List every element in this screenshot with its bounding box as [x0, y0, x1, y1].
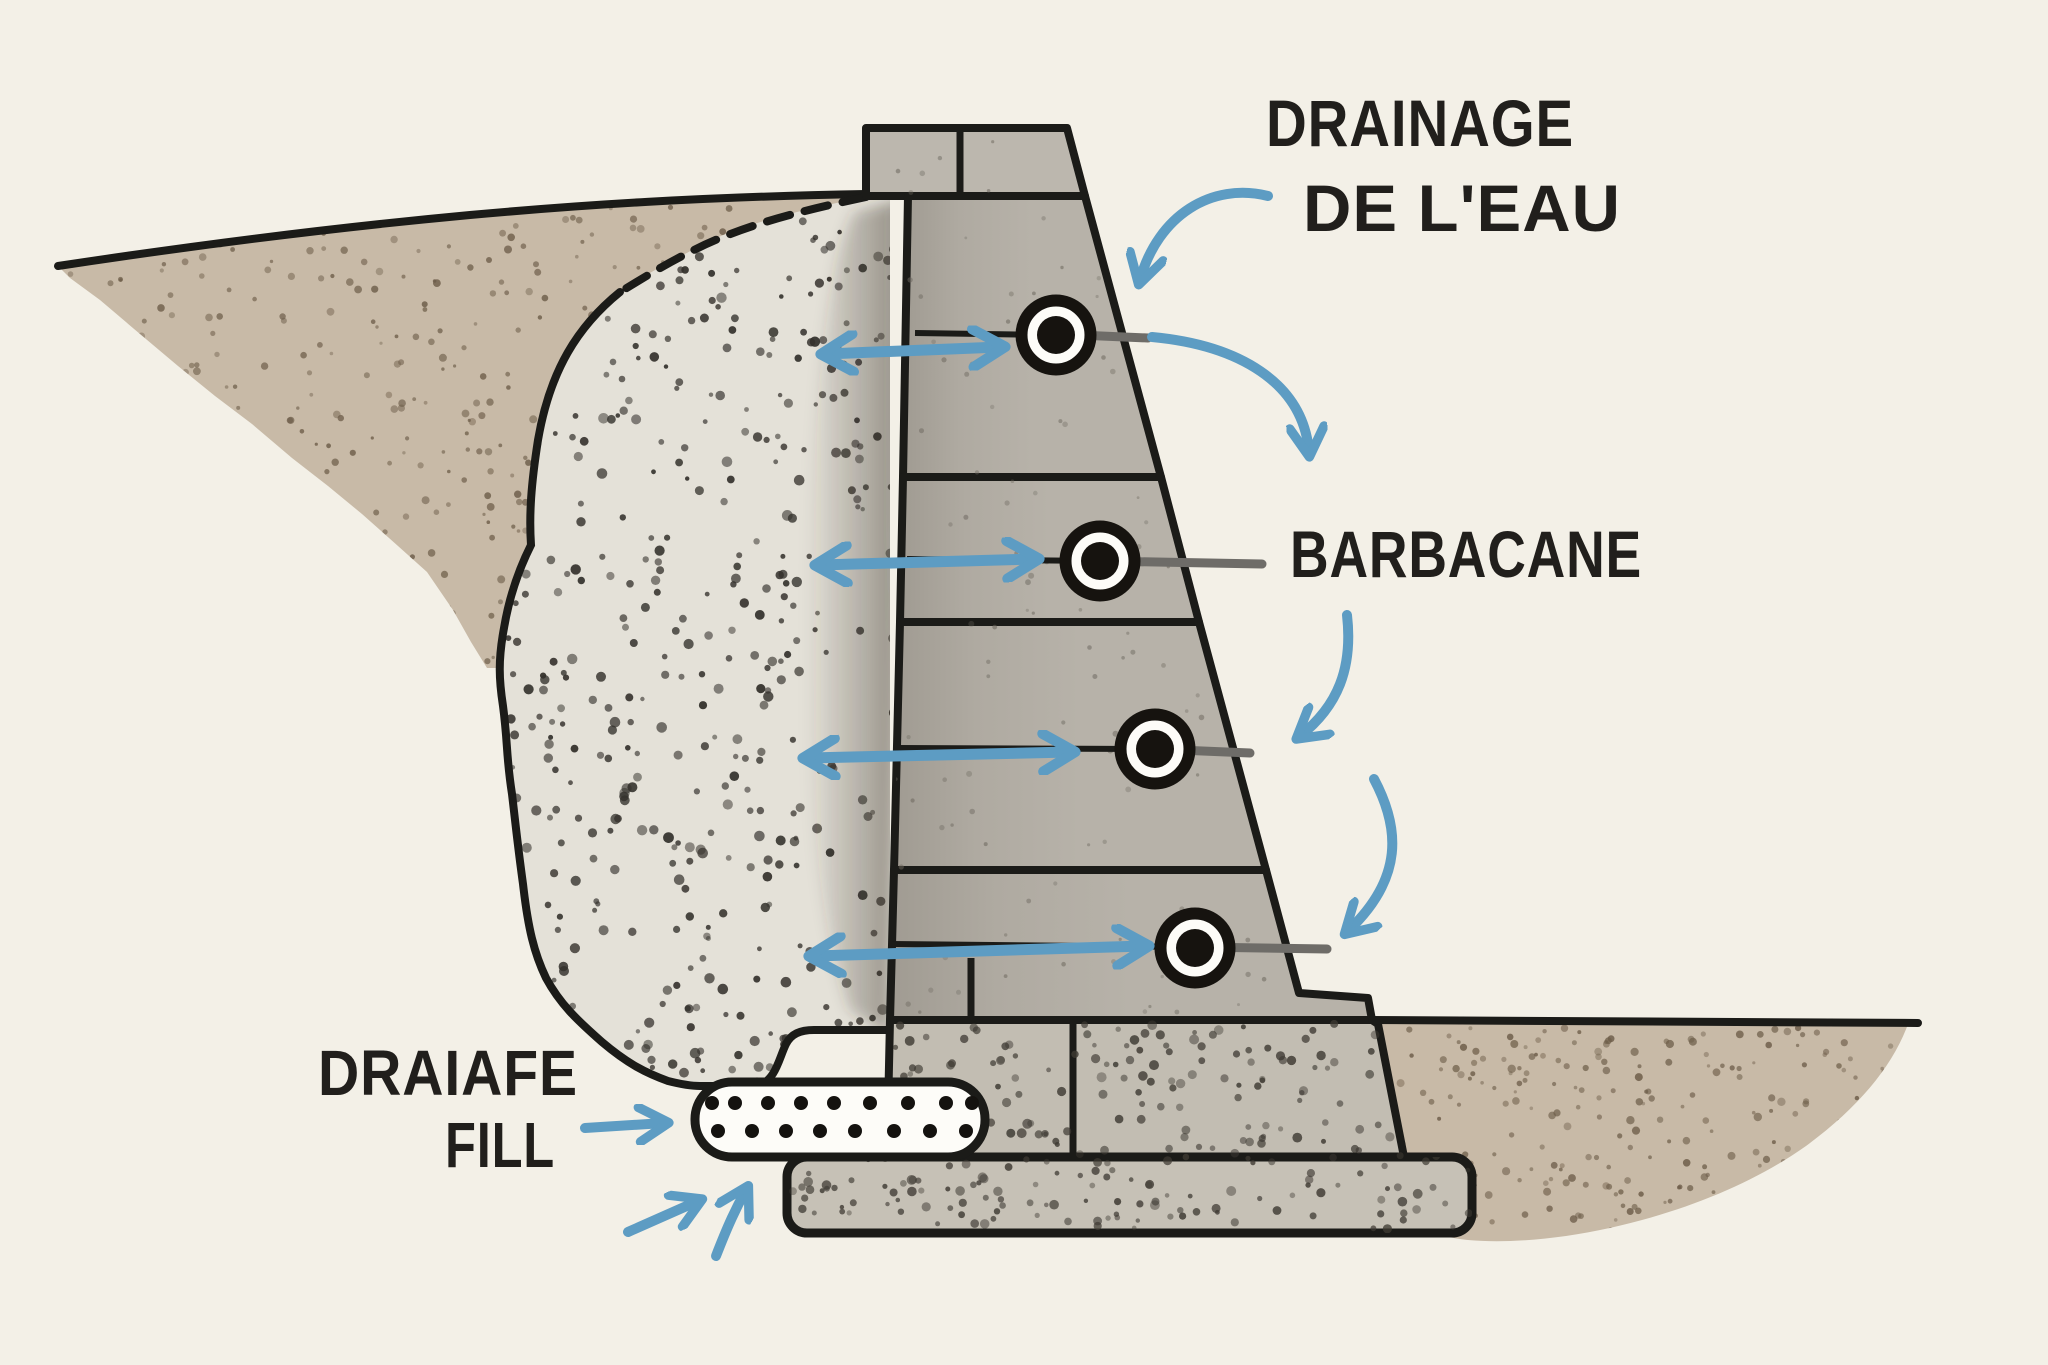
weep-holes: [1015, 294, 1236, 989]
soil-left-fill: [58, 194, 866, 668]
wall-course-2: [896, 473, 1203, 626]
drainage-label-line1: DRAINAGE: [1266, 86, 1574, 160]
weep-hole-4: [1154, 907, 1236, 989]
weep-hole-1: [1015, 294, 1097, 376]
soil-right-fill: [1378, 1024, 1908, 1242]
labels: DRAINAGE DE L'EAU BARBACANE DRAIAFE FILL: [318, 86, 1642, 1181]
ground-surface-line-right: [1368, 1016, 1922, 1027]
drain-fill-label-line2: FILL: [445, 1109, 555, 1181]
wall-cap-course: [862, 124, 1089, 200]
wall-shadow: [805, 198, 890, 1035]
drain-fill-label-line1: DRAIAFE: [318, 1037, 578, 1109]
drain-arrow-icon: [711, 1190, 746, 1261]
weep-hole-3: [1114, 708, 1196, 790]
barbacane-arrow-icon: [1348, 774, 1398, 931]
gravel-boundary-solid: [495, 288, 892, 1090]
flow-arrow-icon: [808, 752, 1070, 758]
drainage-arrow-icon: [1140, 187, 1273, 280]
ground-surface-line-left: [54, 190, 870, 270]
annotation-arrows: [580, 187, 1398, 1261]
wall-footing: [782, 1152, 1477, 1238]
barbacane-arrow-icon: [1300, 610, 1354, 736]
gravel-fill-body: [499, 197, 890, 1086]
gravel-fill: [495, 193, 892, 1090]
flow-arrow-icon: [826, 347, 1000, 354]
flow-arrows: [808, 347, 1144, 956]
drain-pipe: [690, 1077, 990, 1162]
barbacane-arrow-icon: [1147, 332, 1309, 452]
flow-arrow-icon: [814, 946, 1144, 956]
drainage-label-line2: DE L'EAU: [1303, 171, 1621, 245]
weep-hole-2: [1059, 520, 1141, 602]
drain-arrow-icon: [580, 1123, 664, 1128]
barbacane-label: BARBACANE: [1290, 517, 1642, 591]
gravel-boundary-dashed: [616, 193, 870, 296]
flow-arrow-icon: [820, 559, 1034, 565]
pipe-perforations: [705, 1096, 979, 1138]
drain-arrow-icon: [623, 1201, 698, 1237]
